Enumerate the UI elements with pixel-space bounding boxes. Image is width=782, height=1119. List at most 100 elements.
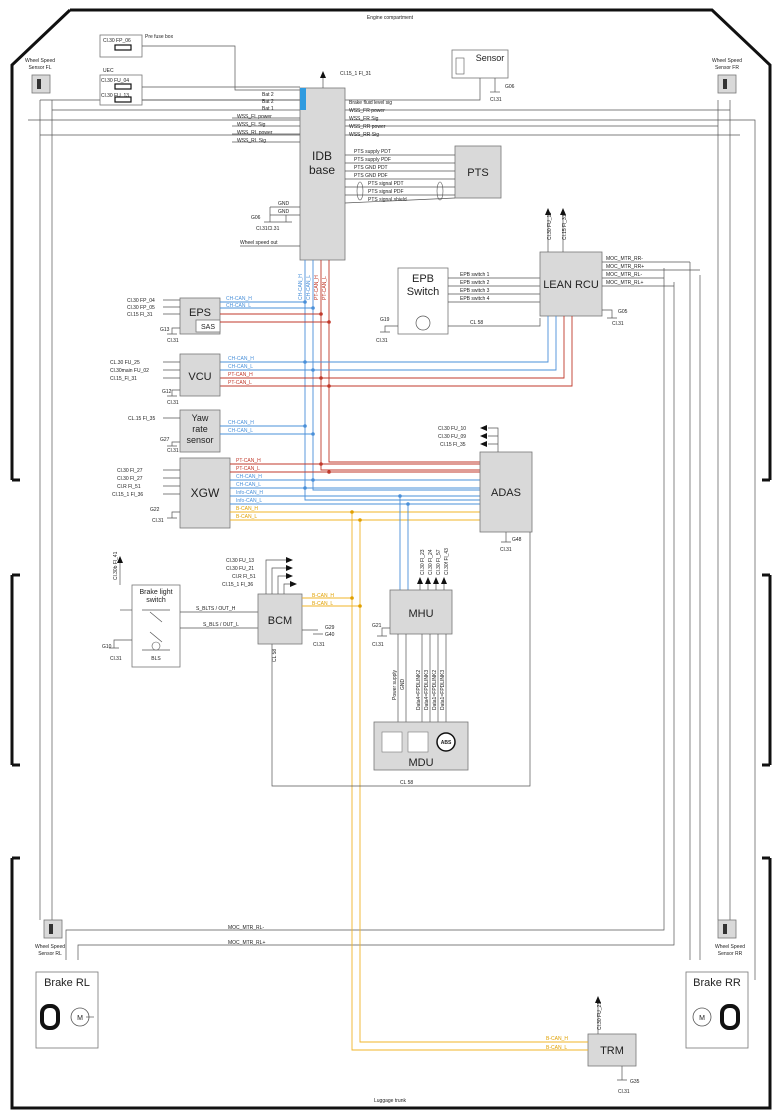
fuse-icon — [114, 96, 132, 103]
g48-label: G48 — [512, 537, 522, 543]
yaw-rate-sensor-module: Yaw rate sensor CL.15 Fl_35 CH-CAN_H CH-… — [128, 409, 313, 454]
pts-title: PTS — [467, 167, 488, 179]
epb-switch-icon — [415, 315, 431, 331]
can-label: PT-CAN_L — [322, 276, 328, 300]
fuse-icon — [114, 44, 132, 51]
wss-fr-sig-label: WSS_FR Sig — [349, 116, 379, 122]
wss-rl-sig-label: WSS_RL Sig — [237, 138, 266, 144]
bcm-supply-label: Cl.R Fl_51 — [232, 574, 256, 580]
mhu-wire-label: Data4=FPDLINK2 — [416, 670, 422, 710]
xgw-supply-label: Cl.R Fl_51 — [117, 484, 141, 490]
trm-module: TRM Cl.30 FU_21 B-CAN_H B-CAN_L G35 Cl.3… — [480, 996, 640, 1095]
svg-text:Sensor RL: Sensor RL — [38, 951, 62, 957]
pts-wire-label: PTS supply PDF — [354, 157, 391, 163]
epb-wire-label: EPB switch 1 — [460, 272, 490, 278]
g22-label: G22 — [150, 507, 160, 513]
can-label: B-CAN_L — [546, 1045, 567, 1051]
cl31-label: Cl.31 — [152, 518, 164, 524]
svg-text:M: M — [699, 1015, 705, 1022]
can-label: PT-CAN_H — [314, 275, 320, 300]
wss-rr-power-label: WSS_RR power — [349, 124, 386, 130]
cl31-label: Cl.31 — [612, 321, 624, 327]
can-label: CH-CAN_L — [228, 364, 253, 370]
cl58-label: CL 58 — [400, 780, 413, 786]
fuse-area: Cl.30 FP_06 Pre fuse box UEC Cl.30 FU_04… — [99, 34, 300, 106]
idb-base-module: IDB base Cl.15_1 Fl_31 Bat 2 Bat 2 Bat 1… — [232, 71, 392, 261]
vcu-module: VCU CL.30 FU_25 Cl.30main FU_02 Cl.15_Fl… — [110, 353, 254, 406]
cl31-pair-label: Cl.31Cl.31 — [256, 226, 280, 232]
can-label: B-CAN_L — [236, 514, 257, 520]
bls-title: Brake light — [139, 589, 172, 596]
luggage-trunk-label: Luggage trunk — [374, 1098, 406, 1104]
rcu-supply-label: Cl.30 FU_11 — [547, 212, 553, 240]
engine-compartment-label: Engine compartment — [367, 15, 414, 21]
g27-label: G27 — [160, 437, 170, 443]
pre-fuse-label: Cl.30 FP_06 — [103, 38, 131, 44]
vcu-title: VCU — [188, 371, 211, 383]
g05-label: G05 — [618, 309, 628, 315]
cl31-label: Cl.31 — [167, 338, 179, 344]
g21-label: G21 — [372, 623, 382, 629]
idb-title: IDB — [312, 149, 332, 163]
cl31-label: Cl.31 — [313, 642, 325, 648]
svg-text:Wheel Speed: Wheel Speed — [715, 944, 745, 950]
junction-dots — [303, 300, 410, 608]
rcu-supply-label: Cl.15 Fl_31 — [562, 214, 568, 240]
g10-label: G10 — [102, 644, 112, 650]
lean-rcu-module: LEAN RCU Cl.30 FU_11 Cl.15 Fl_31 MOC_MTR… — [220, 208, 700, 387]
xgw-supply-label: Cl.15_1 Fl_36 — [112, 492, 143, 498]
pre-fuse-box-label: Pre fuse box — [145, 34, 174, 40]
vcu-supply-label: CL.30 FU_25 — [110, 360, 140, 366]
brake-disc-icon — [720, 1004, 740, 1030]
wheel-speed-sensor-rl: Wheel Speed Sensor RL — [35, 919, 65, 957]
can-label: CH-CAN_H — [298, 274, 304, 300]
cl31-label: Cl.31 — [490, 97, 502, 103]
mdu-title: MDU — [408, 757, 433, 769]
yaw-title: rate — [192, 424, 208, 434]
mhu-wire-label: Data1=FPDLINK2 — [432, 670, 438, 710]
bls-label: BLS — [151, 656, 161, 662]
sensor-label: Sensor — [476, 53, 505, 63]
harness-wires — [28, 99, 756, 980]
b-can-wire — [359, 520, 480, 1043]
svg-text:Wheel Speed: Wheel Speed — [712, 58, 742, 64]
mhu-supply-label: Cl.30f Fl_43 — [444, 548, 450, 575]
idb-can-bus: CH-CAN_H CH-CAN_L PT-CAN_H PT-CAN_L — [298, 260, 480, 501]
sas-box — [195, 319, 221, 333]
b-can-wire — [351, 512, 480, 1051]
bcm-supply-label: Cl.30 FU_13 — [226, 558, 254, 564]
xgw-title: XGW — [191, 486, 220, 500]
cl31-label: Cl.31 — [167, 400, 179, 406]
eps-title: EPS — [189, 307, 211, 319]
can-label: B-CAN_H — [236, 506, 258, 512]
pts-wire-label: PTS GND PDT — [354, 165, 388, 171]
mhu-title: MHU — [408, 608, 433, 620]
display-icon — [381, 731, 403, 753]
bcm-supply-label: Cl.15_1 Fl_36 — [222, 582, 253, 588]
cl31-label: Cl.31 — [500, 547, 512, 553]
wheel-speed-sensor-fr: Wheel Speed Sensor FR — [712, 58, 742, 94]
g19-label: G19 — [380, 317, 390, 323]
can-label: B-CAN_L — [312, 601, 333, 607]
pts-wire-label: PTS signal shield — [368, 197, 407, 203]
sas-label: SAS — [201, 324, 215, 331]
bls-wire-label: S_BLTS / OUT_H — [196, 606, 236, 612]
can-label: CH-CAN_H — [236, 474, 262, 480]
mhu-supply-label: Cl.30 Fl_23 — [420, 549, 426, 575]
gnd-label: GND — [278, 209, 290, 215]
brake-rr-module: Brake RR M — [685, 971, 749, 1049]
abs-label: ABS — [441, 740, 452, 746]
adas-module: ADAS Cl.30 FU_10 Cl.30 FU_09 Cl.15 Fl_35… — [438, 425, 533, 553]
idb-connector-tab — [300, 88, 306, 110]
cl58-label: CL 58 — [470, 320, 483, 326]
pts-wire-label: PTS supply PDT — [354, 149, 391, 155]
mhu-wire-label: Data1=FPDLINK3 — [440, 670, 446, 710]
bat2-label: Bat 2 — [262, 92, 274, 98]
can-label: PT-CAN_H — [236, 458, 261, 464]
epb-wire-label: EPB switch 3 — [460, 288, 490, 294]
trm-supply-label: Cl.30 FU_21 — [597, 1002, 603, 1030]
epb-switch-module: EPB Switch EPB switch 1 EPB switch 2 EPB… — [376, 267, 541, 344]
motor-icon — [692, 1007, 712, 1027]
g13-label: G13 — [160, 327, 170, 333]
xgw-supply-label: Cl.30 Fl_27 — [117, 476, 143, 482]
